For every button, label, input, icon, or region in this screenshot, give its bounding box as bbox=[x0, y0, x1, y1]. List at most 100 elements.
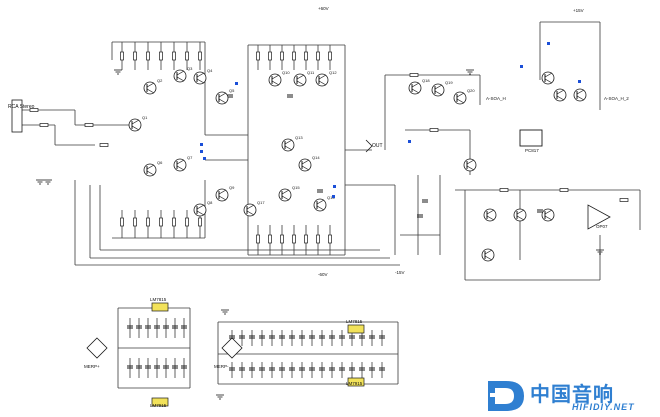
bridge-rectifier-icon bbox=[221, 337, 243, 359]
watermark: 中国音响 HIFIDIY.NET bbox=[486, 378, 656, 414]
resistor-icon bbox=[133, 217, 137, 227]
transistor-icon bbox=[281, 195, 290, 201]
resistor-icon bbox=[409, 73, 419, 77]
resistor-icon bbox=[146, 51, 150, 61]
transistor-icon bbox=[176, 70, 185, 76]
resistor-icon bbox=[185, 51, 189, 61]
jumper-marker-icon bbox=[408, 140, 411, 143]
transistor-icon bbox=[301, 165, 310, 171]
transistor-label: Q20 bbox=[467, 88, 475, 93]
transistor-label: Q5 bbox=[229, 88, 235, 93]
jumper-marker-icon bbox=[200, 143, 203, 146]
transistor-label: Q12 bbox=[329, 70, 337, 75]
transistor-icon bbox=[218, 195, 227, 201]
transistor-icon bbox=[463, 158, 477, 172]
transistor-label: Q10 bbox=[282, 70, 290, 75]
resistor-icon bbox=[559, 188, 569, 192]
resistor-icon bbox=[120, 217, 124, 227]
resistor-icon bbox=[159, 217, 163, 227]
transistor-icon bbox=[196, 78, 205, 84]
resistor-icon bbox=[292, 234, 296, 244]
rail-plus-label: +60V bbox=[318, 6, 329, 11]
transistor-icon bbox=[131, 119, 140, 125]
transistor-icon bbox=[315, 73, 329, 87]
transistor-icon bbox=[284, 145, 293, 151]
transistor-icon bbox=[453, 91, 467, 105]
transistor-icon bbox=[486, 215, 495, 221]
transistor-icon bbox=[143, 81, 157, 95]
transistor-icon bbox=[176, 165, 185, 171]
transistor-icon bbox=[456, 98, 465, 104]
voltage-regulator-icon bbox=[347, 324, 365, 334]
resistor-icon bbox=[268, 234, 272, 244]
resistor-icon bbox=[292, 51, 296, 61]
transistor-icon bbox=[246, 204, 255, 210]
transistor-icon bbox=[576, 89, 585, 95]
resistor-icon bbox=[499, 188, 509, 192]
transistor-label: Q1 bbox=[142, 115, 148, 120]
transistor-label: Q14 bbox=[312, 155, 320, 160]
transistor-icon bbox=[486, 209, 495, 215]
resistor-icon bbox=[99, 143, 109, 147]
transistor-icon bbox=[484, 249, 493, 255]
resistor-icon bbox=[172, 217, 176, 227]
transistor-icon bbox=[466, 159, 475, 165]
transistor-label: Q18 bbox=[422, 78, 430, 83]
optocoupler-label: PC817 bbox=[525, 148, 539, 153]
rail-minus15-label: -15V bbox=[395, 270, 405, 275]
transistor-icon bbox=[544, 72, 553, 78]
transistor-label: Q8 bbox=[207, 200, 213, 205]
transistor-icon bbox=[541, 208, 555, 222]
transistor-icon bbox=[483, 208, 497, 222]
transistor-icon bbox=[576, 95, 585, 101]
resistor-icon bbox=[328, 234, 332, 244]
transistor-label: Q7 bbox=[187, 155, 193, 160]
regulator-top-left-label: LM7815 bbox=[150, 297, 167, 302]
resistor-icon bbox=[256, 234, 260, 244]
transistor-icon bbox=[146, 164, 155, 170]
jumper-marker-icon bbox=[332, 195, 335, 198]
resistor-icon bbox=[198, 217, 202, 227]
transistor-icon bbox=[193, 71, 207, 85]
transistor-icon bbox=[456, 92, 465, 98]
transistor-icon bbox=[128, 118, 142, 132]
resistor-icon bbox=[280, 234, 284, 244]
transistor-icon bbox=[143, 163, 157, 177]
relay-contact-icon bbox=[365, 139, 373, 153]
transistor-icon bbox=[411, 88, 420, 94]
transistor-icon bbox=[434, 90, 443, 96]
transistor-icon bbox=[544, 209, 553, 215]
resistor-icon bbox=[316, 51, 320, 61]
transistor-icon bbox=[215, 91, 229, 105]
transistor-icon bbox=[243, 203, 257, 217]
transistor-icon bbox=[313, 198, 327, 212]
resistor-icon bbox=[304, 234, 308, 244]
voltage-regulator-icon bbox=[151, 397, 169, 407]
transistor-icon bbox=[281, 189, 290, 195]
jumper-marker-icon bbox=[200, 150, 203, 153]
transistor-icon bbox=[318, 80, 327, 86]
transistor-icon bbox=[193, 203, 207, 217]
transistor-icon bbox=[268, 73, 282, 87]
transistor-icon bbox=[556, 89, 565, 95]
jumper-marker-icon bbox=[203, 157, 206, 160]
transistor-icon bbox=[173, 158, 187, 172]
jumper-marker-icon bbox=[333, 185, 336, 188]
resistor-icon bbox=[84, 123, 94, 127]
transistor-icon bbox=[218, 189, 227, 195]
transistor-icon bbox=[284, 139, 293, 145]
transistor-icon bbox=[411, 82, 420, 88]
transistor-icon bbox=[131, 125, 140, 131]
transistor-label: Q16 bbox=[327, 195, 335, 200]
psu-left-caption: MERP+ bbox=[84, 364, 100, 369]
hifidiy-logo-icon bbox=[488, 381, 524, 411]
transistor-icon bbox=[431, 83, 445, 97]
resistor-icon bbox=[316, 234, 320, 244]
transistor-label: Q11 bbox=[307, 70, 315, 75]
transistor-label: Q2 bbox=[157, 78, 163, 83]
transistor-icon bbox=[196, 210, 205, 216]
transistor-icon bbox=[293, 73, 307, 87]
resistor-icon bbox=[619, 198, 629, 202]
transistor-icon bbox=[544, 78, 553, 84]
psu-right-caption: MERP- bbox=[214, 364, 229, 369]
